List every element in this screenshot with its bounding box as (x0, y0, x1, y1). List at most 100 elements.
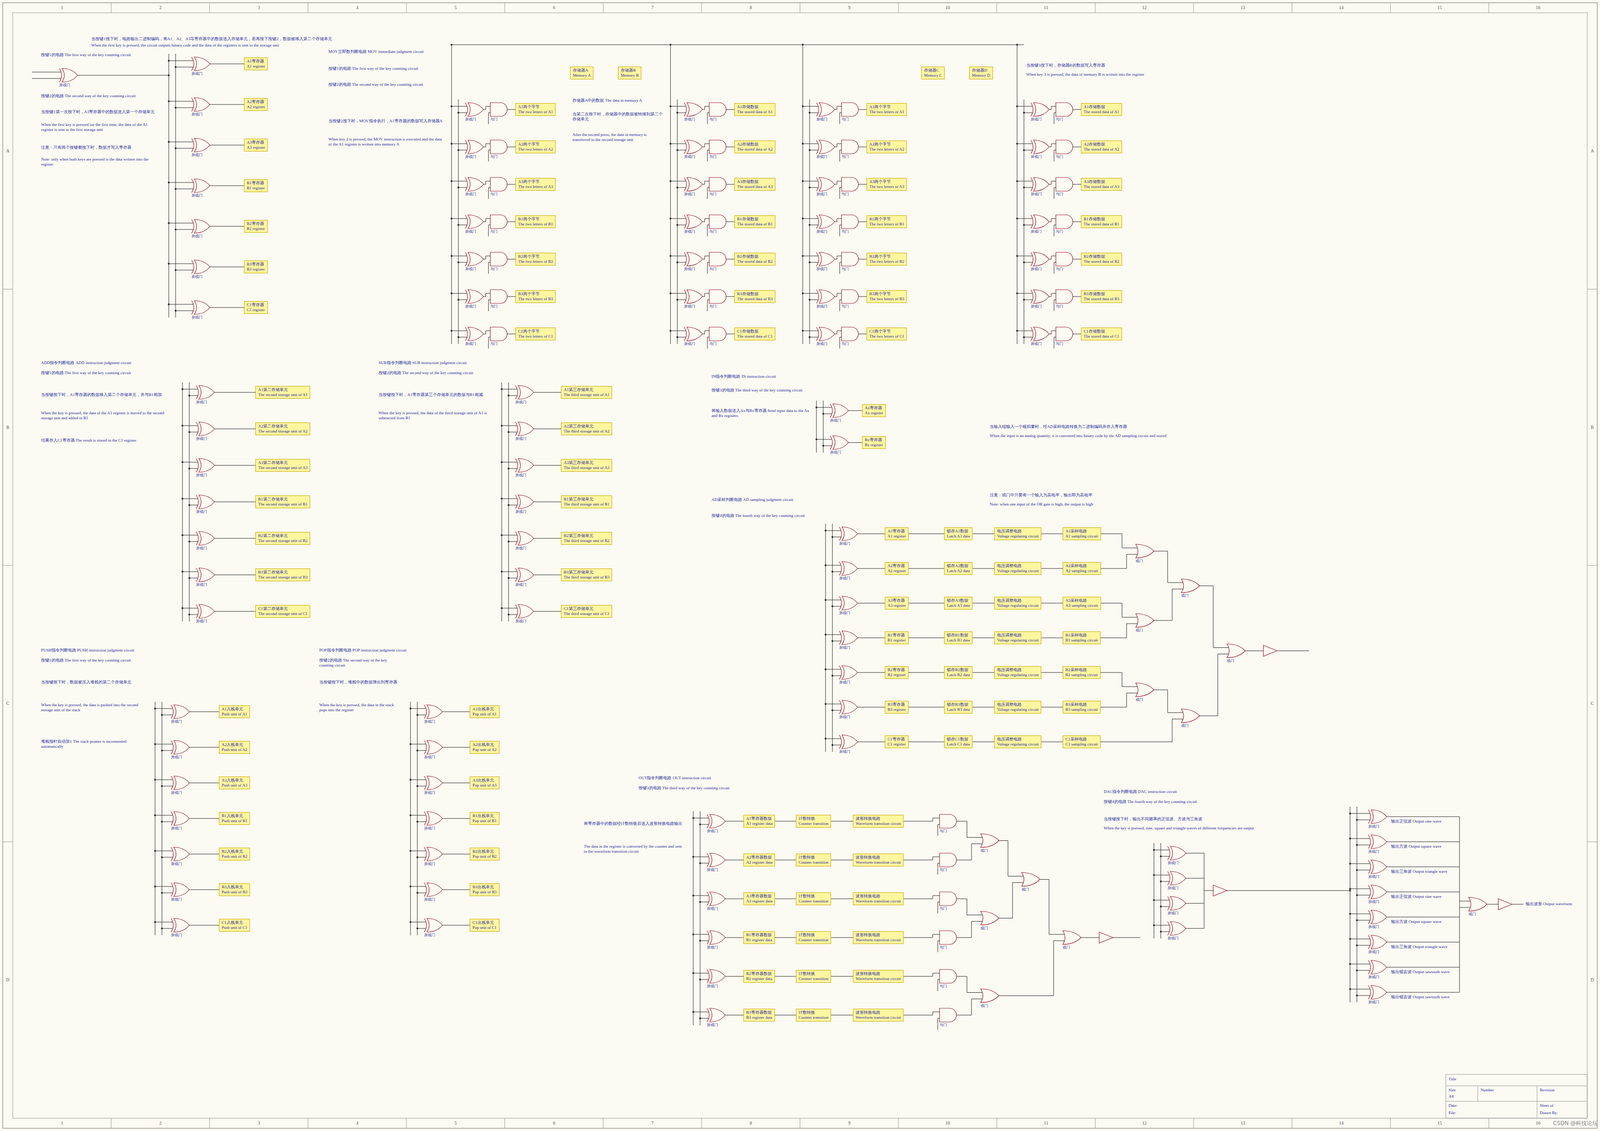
grid-reference: 12 (1142, 5, 1147, 11)
wire (1356, 995, 1371, 996)
wire (956, 976, 983, 993)
box-title: 计数转换 (798, 815, 829, 821)
gate-label: 异或门 (684, 341, 696, 346)
wire (956, 820, 983, 838)
wire (1100, 623, 1138, 638)
gate-label: 异或门 (839, 714, 851, 719)
junction-dot (188, 540, 191, 543)
register-box: Ax寄存器Ax register (862, 404, 886, 417)
xor-input-curve (1030, 177, 1034, 192)
box-title: A3寄存器数据 (746, 893, 773, 899)
register-box: 电压调整电路Voltage regulating circuit (994, 665, 1042, 679)
and-gate (841, 289, 859, 304)
grid-reference: 8 (749, 1120, 753, 1126)
box-caption: Pop unit of A2 (472, 747, 497, 753)
xor-gate (819, 214, 835, 229)
junction-dot (815, 406, 818, 409)
annotation: 堆栈指针自动加1 The stack pointer is incremente… (41, 738, 146, 749)
xor-input-curve (1167, 846, 1170, 860)
xor-input-curve (839, 561, 842, 576)
xor-input-curve (515, 421, 518, 436)
junction-dot (699, 939, 702, 942)
gate-label: 与门 (1055, 266, 1064, 271)
box-title: B3寄存器 (887, 701, 906, 707)
wire (451, 44, 452, 100)
junction-dot (174, 147, 177, 150)
wire (175, 270, 194, 271)
junction-dot (161, 927, 163, 930)
grid-reference: 4 (356, 5, 359, 11)
grid-reference: 10 (945, 5, 951, 11)
box-title: B2第三存储单元 (563, 533, 610, 539)
box-caption: The two letters of A2 (518, 146, 553, 152)
wire (1350, 888, 1371, 889)
gate-label: 异或门 (1368, 974, 1380, 979)
register-box: A1存储数据The stored data of A1 (734, 103, 776, 116)
box-caption: A2 sampling circuit (1065, 568, 1099, 574)
wire (504, 2, 505, 13)
wire (1049, 293, 1056, 297)
box-caption: The third storage unit of C1 (563, 611, 610, 617)
register-box: C1第三存储单元The third storage unit of C1 (561, 604, 613, 618)
box-title: 计数转换 (798, 893, 829, 899)
register-box: C1存储数据The stored data of C1 (734, 327, 776, 341)
xor-gate (173, 918, 190, 932)
xor-input-curve (424, 882, 427, 897)
junction-dot (507, 503, 510, 506)
wire (1356, 819, 1371, 821)
xor-gate (819, 102, 835, 117)
wire (1049, 255, 1056, 260)
box-caption: The stored data of C1 (737, 333, 773, 339)
output-label: 输出正弦波 Output sine wave (1391, 818, 1442, 824)
junction-dot (457, 298, 460, 301)
junction-dot (500, 570, 503, 573)
box-caption: Pop unit of A1 (472, 711, 497, 717)
wire (1386, 866, 1460, 868)
register-box: B3存储数据The stored data of B3 (1080, 290, 1123, 303)
box-caption: The two letters of B3 (869, 296, 904, 302)
wire (507, 146, 516, 148)
register-box: B2第二存储单元The second storage unit of B2 (255, 531, 311, 545)
wire (726, 333, 735, 335)
xor-input-curve (465, 177, 468, 192)
junction-dot (1016, 142, 1019, 145)
junction-dot (174, 66, 177, 68)
wire (2, 565, 13, 566)
junction-dot (692, 855, 695, 858)
xor-gate (819, 289, 835, 304)
box-caption: The two letters of B3 (518, 296, 553, 302)
box-title: B2两个字节 (869, 254, 904, 260)
xor-gate (198, 604, 215, 619)
junction-dot (801, 292, 804, 295)
box-caption: Ax register (864, 410, 884, 416)
wire (725, 937, 744, 938)
box-title: A1存储数据 (1083, 104, 1120, 110)
box-title: A2存储数据 (737, 141, 773, 147)
gate-label: 异或门 (684, 266, 696, 271)
wire (1587, 841, 1598, 842)
junction-dot (188, 431, 191, 433)
register-box: C1两个字节The two letters of C1 (866, 327, 907, 341)
wire (189, 468, 198, 469)
annotation: SUB指令判断电路 SUB instruction judgment circu… (378, 360, 468, 366)
title-block-field: File: (1448, 1110, 1457, 1116)
gate-label: 或门 (1062, 945, 1071, 950)
wire (1153, 924, 1170, 926)
junction-dot (167, 100, 170, 103)
box-title: B2寄存器数据 (746, 971, 773, 977)
gate-label: 异或门 (465, 154, 477, 159)
xor-input-curve (191, 219, 194, 234)
gate-label: 异或门 (171, 719, 182, 724)
or-gate (1062, 930, 1081, 945)
grid-reference: 13 (1240, 1120, 1246, 1126)
gate-label: 异或门 (196, 400, 208, 405)
annotation: 按键1的电路 The first way of the key counting… (328, 66, 419, 72)
wire (189, 431, 198, 433)
xor-gate (194, 57, 210, 71)
box-title: B2存储数据 (737, 254, 773, 260)
xor-input-curve (424, 704, 427, 719)
xor-gate (686, 140, 703, 154)
box-caption: Pop unit of A3 (472, 782, 497, 788)
xor-gate (194, 178, 210, 193)
wire (451, 255, 468, 257)
